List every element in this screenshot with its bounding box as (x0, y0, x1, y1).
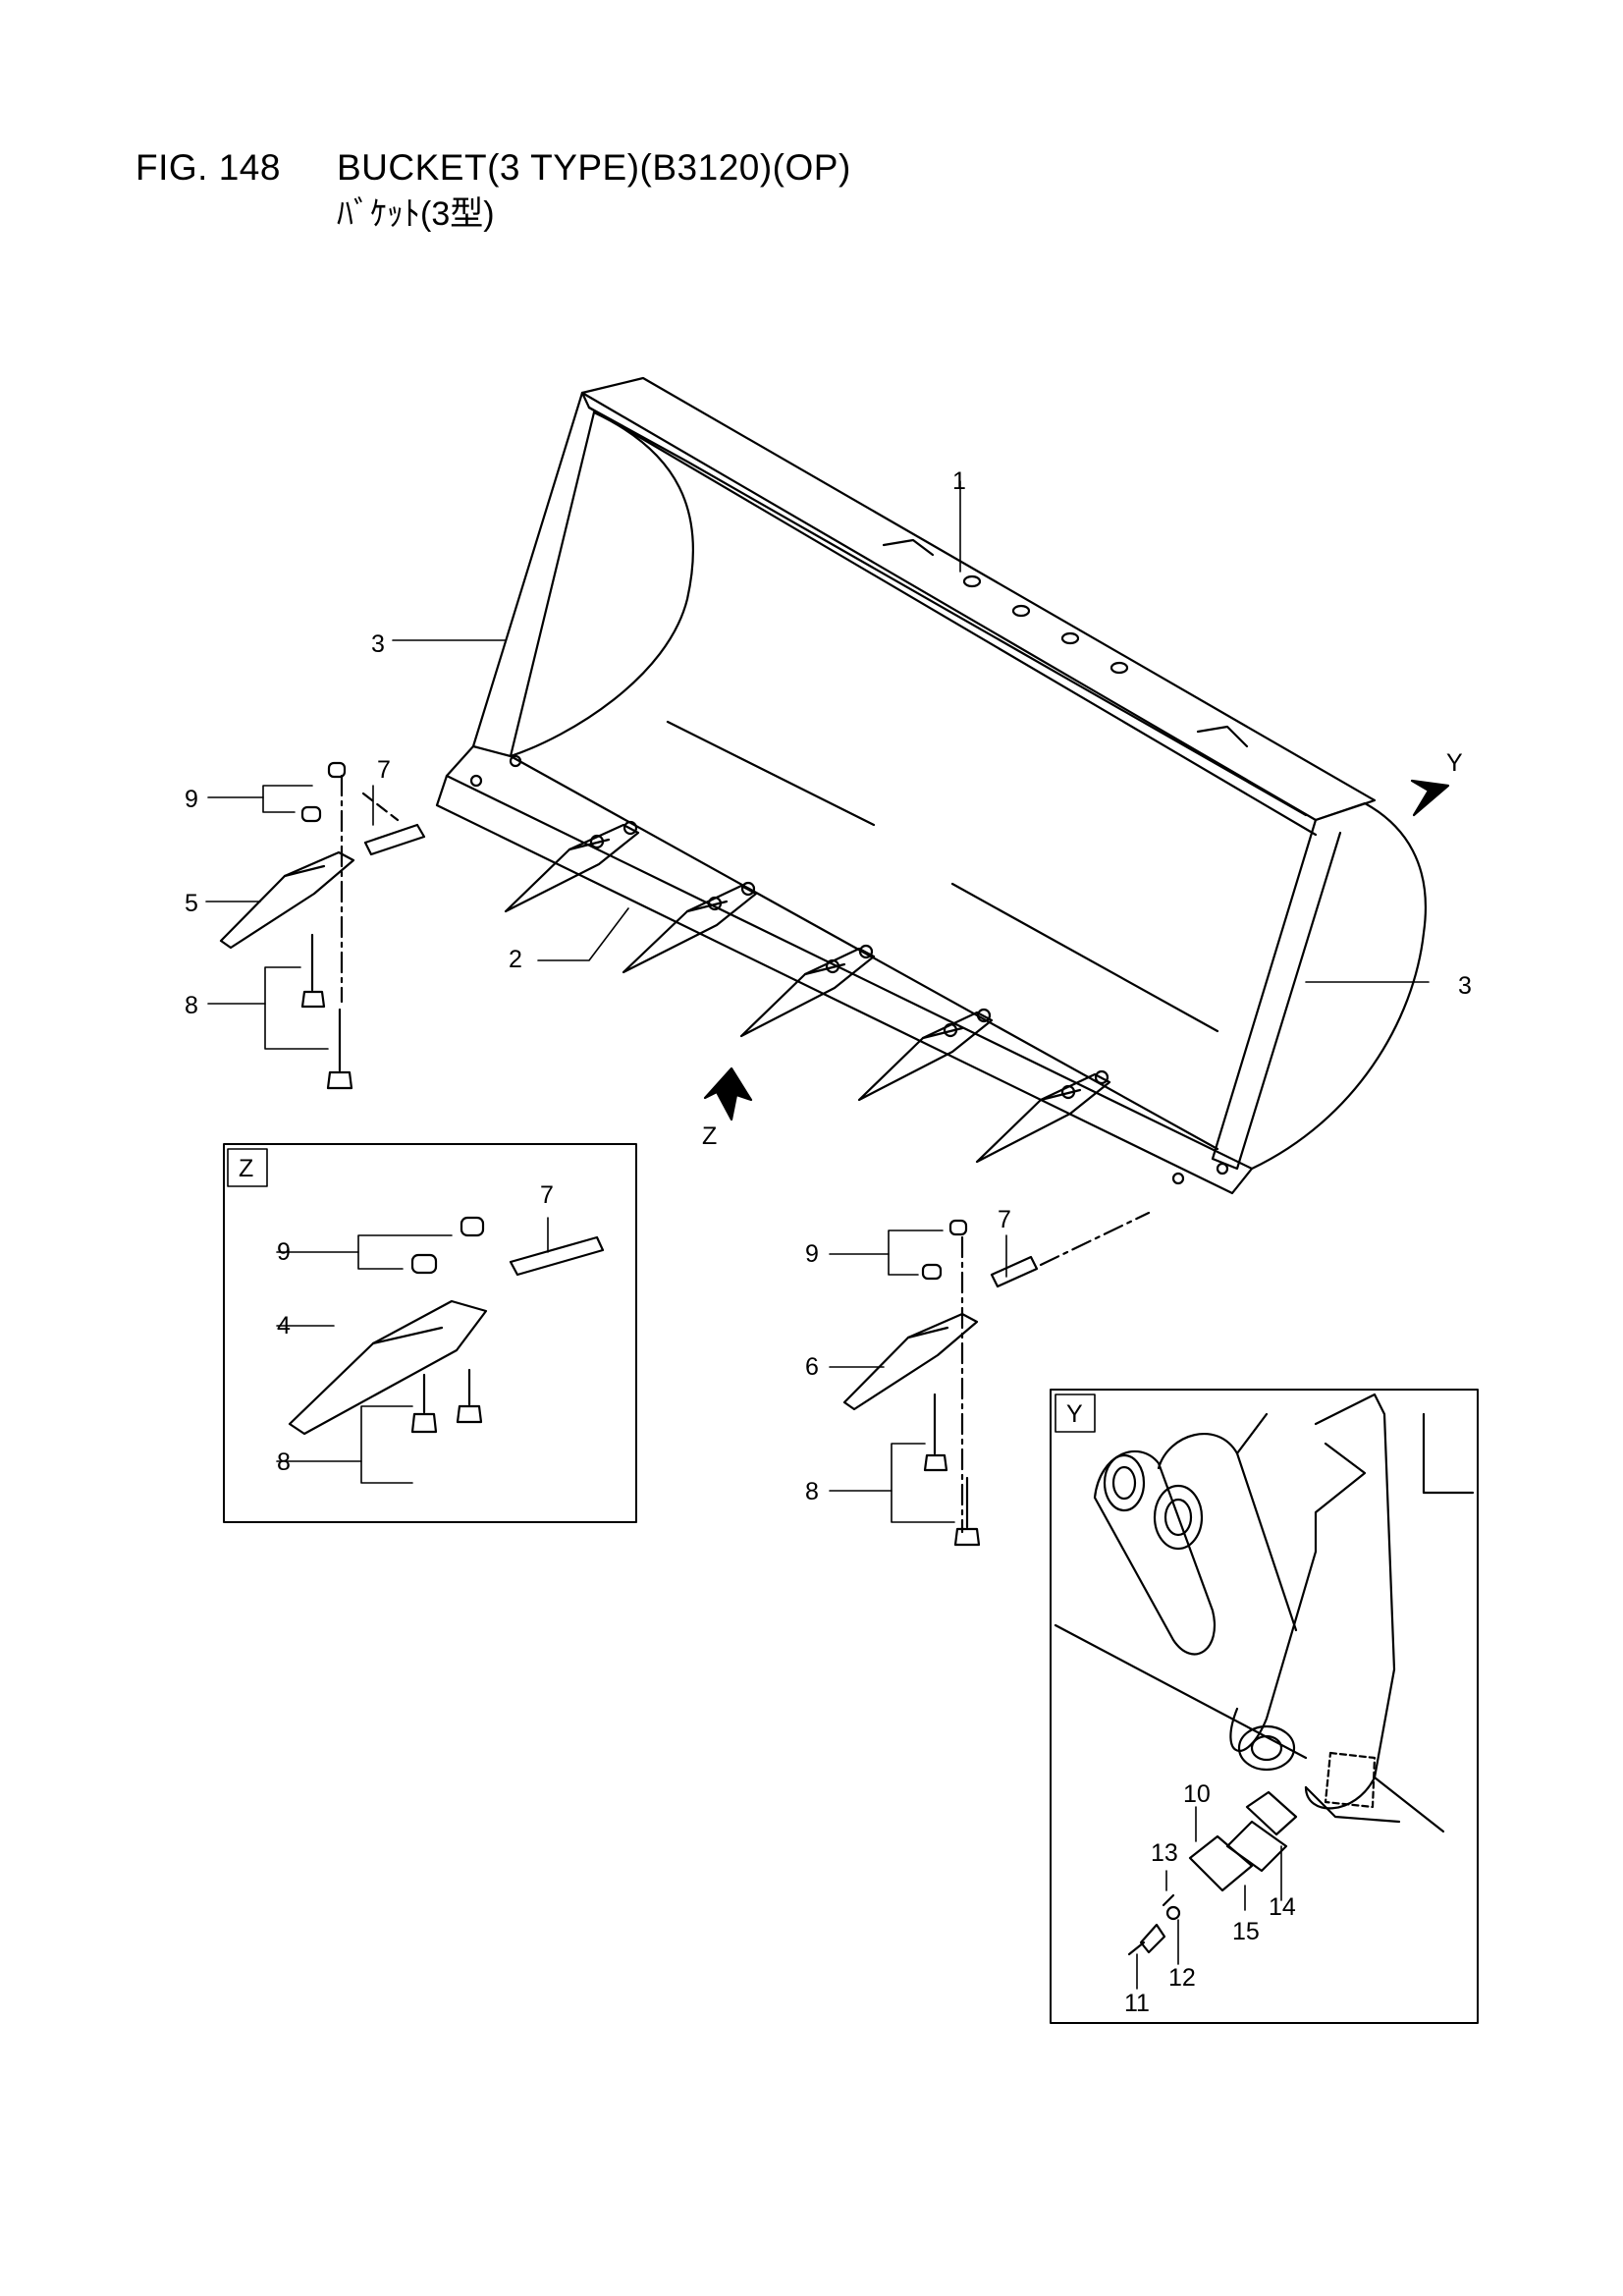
callout-9-left: 9 (185, 786, 198, 813)
callout-4: 4 (277, 1312, 291, 1339)
callout-8-right: 8 (805, 1478, 819, 1505)
bucket-assembly (435, 376, 1427, 1195)
detail-y-wear-plates (1127, 1790, 1298, 1956)
callout-7-right: 7 (998, 1206, 1011, 1233)
callout-9-right: 9 (805, 1240, 819, 1268)
callout-8-left: 8 (185, 992, 198, 1019)
callout-7-left: 7 (377, 756, 391, 784)
callout-15: 15 (1232, 1918, 1260, 1945)
callout-7-z: 7 (540, 1181, 554, 1209)
detail-box-y (1050, 1389, 1479, 2024)
left-tooth-exploded (219, 761, 426, 1090)
callout-12: 12 (1168, 1964, 1196, 1992)
detail-z-tag: Z (239, 1155, 253, 1182)
callout-6: 6 (805, 1353, 819, 1381)
view-y-label: Y (1446, 749, 1463, 777)
detail-y-pivot (1054, 1393, 1475, 1833)
callout-14: 14 (1269, 1893, 1296, 1921)
view-z-arrow-icon (703, 1066, 753, 1121)
right-tooth-exploded (842, 1211, 1151, 1547)
callout-8-z: 8 (277, 1449, 291, 1476)
callout-1: 1 (952, 467, 966, 495)
bucket-teeth-row (504, 820, 1111, 1164)
figure-header: FIG. 148 BUCKET(3 TYPE)(B3120)(OP) ﾊﾞｹｯﾄ… (135, 147, 851, 235)
callout-9-z: 9 (277, 1238, 291, 1266)
callout-2: 2 (509, 946, 522, 973)
callout-13: 13 (1151, 1839, 1178, 1867)
callout-labels: 1 3 3 2 9 7 5 8 Y Z Z 7 9 4 8 9 7 6 8 Y … (185, 467, 1472, 2017)
view-z-label: Z (702, 1122, 717, 1150)
figure-subtitle-jp: ﾊﾞｹｯﾄ(3型) (337, 195, 495, 233)
figure-title: BUCKET(3 TYPE)(B3120)(OP) (337, 147, 851, 188)
callout-11: 11 (1124, 1990, 1150, 2017)
callout-3-right: 3 (1458, 972, 1472, 1000)
callout-5: 5 (185, 890, 198, 917)
figure-number: FIG. 148 (135, 147, 281, 188)
detail-z-tooth (288, 1216, 605, 1436)
callout-10: 10 (1183, 1780, 1211, 1808)
leader-9a (207, 785, 313, 798)
view-y-arrow-icon (1410, 779, 1450, 817)
detail-box-z (223, 1143, 637, 1523)
detail-y-tag: Y (1066, 1400, 1083, 1428)
callout-3-left: 3 (371, 630, 385, 658)
